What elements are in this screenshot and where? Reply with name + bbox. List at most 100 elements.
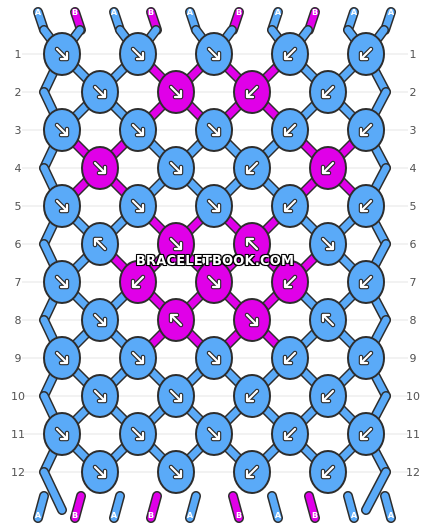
strand-letter-bottom: B xyxy=(72,511,78,520)
knot xyxy=(157,70,195,114)
strand-letter-top: A xyxy=(275,8,282,17)
knot xyxy=(119,184,157,228)
knot xyxy=(43,184,81,228)
row-label-left: 2 xyxy=(15,86,22,99)
knot xyxy=(81,298,119,342)
row-label-right: 1 xyxy=(410,48,417,61)
knot xyxy=(347,108,385,152)
row-label-left: 4 xyxy=(15,162,22,175)
watermark: BRACELETBOOK.COM xyxy=(135,254,295,269)
row-label-right: 10 xyxy=(406,390,420,403)
knot xyxy=(43,108,81,152)
knot-arrow-icon xyxy=(359,351,373,365)
knot xyxy=(195,412,233,456)
knot-arrow-icon xyxy=(321,465,335,479)
knot xyxy=(309,70,347,114)
knot xyxy=(157,298,195,342)
knot-arrow-icon xyxy=(93,313,107,327)
knot-arrow-icon xyxy=(131,427,145,441)
strand-bottom xyxy=(186,492,200,522)
knot-arrow-icon xyxy=(245,313,259,327)
knot-arrow-icon xyxy=(55,47,69,61)
knot xyxy=(195,32,233,76)
strand-letter-bottom: B xyxy=(236,511,242,520)
knot xyxy=(309,298,347,342)
knot-arrow-icon xyxy=(283,427,297,441)
knot xyxy=(347,32,385,76)
strand-bottom xyxy=(71,492,85,522)
knot xyxy=(271,412,309,456)
edge-loop-right xyxy=(362,468,390,514)
strand-bottom xyxy=(110,492,124,522)
knot-arrow-icon xyxy=(131,351,145,365)
row-label-right: 4 xyxy=(410,162,417,175)
knot-arrow-icon xyxy=(55,351,69,365)
knot-arrow-icon xyxy=(321,85,335,99)
knot-arrow-icon xyxy=(283,351,297,365)
strand-bottom xyxy=(147,492,161,522)
row-label-right: 9 xyxy=(410,352,417,365)
strand-bottom xyxy=(344,492,358,522)
knot xyxy=(233,450,271,494)
knot-arrow-icon xyxy=(283,275,297,289)
knot-arrow-icon xyxy=(321,389,335,403)
strand-letter-top: B xyxy=(72,8,78,17)
knot xyxy=(81,374,119,418)
knot xyxy=(347,336,385,380)
knot xyxy=(43,412,81,456)
knot xyxy=(119,336,157,380)
row-label-left: 9 xyxy=(15,352,22,365)
strand-letter-bottom: A xyxy=(275,511,282,520)
strand-letter-bottom: A xyxy=(187,511,194,520)
strand-letter-bottom: A xyxy=(35,511,42,520)
knot xyxy=(81,146,119,190)
knot-arrow-icon xyxy=(245,237,259,251)
knot-arrow-icon xyxy=(131,123,145,137)
knot-arrow-icon xyxy=(207,199,221,213)
knot-arrow-icon xyxy=(55,199,69,213)
knot xyxy=(309,374,347,418)
strand-letter-bottom: A xyxy=(351,511,358,520)
knot-arrow-icon xyxy=(169,237,183,251)
knot xyxy=(43,260,81,304)
knot-arrow-icon xyxy=(245,85,259,99)
strand-letter-top: B xyxy=(236,8,242,17)
knot xyxy=(157,146,195,190)
edge-loop-left xyxy=(40,468,66,514)
strand-letter-top: A xyxy=(111,8,118,17)
strand-letter-bottom: A xyxy=(111,511,118,520)
knot-arrow-icon xyxy=(93,161,107,175)
strand-bottom xyxy=(229,492,243,522)
knot xyxy=(195,336,233,380)
strand-letter-bottom: B xyxy=(148,511,154,520)
knot-arrow-icon xyxy=(207,427,221,441)
row-label-left: 6 xyxy=(15,238,22,251)
knot xyxy=(157,222,195,266)
knot-arrow-icon xyxy=(131,47,145,61)
row-label-right: 5 xyxy=(410,200,417,213)
knot xyxy=(271,108,309,152)
knot xyxy=(347,184,385,228)
knot xyxy=(271,336,309,380)
knot-arrow-icon xyxy=(93,465,107,479)
knot-arrow-icon xyxy=(321,237,335,251)
knot-arrow-icon xyxy=(245,465,259,479)
knot xyxy=(309,222,347,266)
knot-arrow-icon xyxy=(283,123,297,137)
knot-arrow-icon xyxy=(321,161,335,175)
knot xyxy=(233,70,271,114)
knot xyxy=(195,108,233,152)
knot-arrow-icon xyxy=(55,275,69,289)
knot-arrow-icon xyxy=(93,389,107,403)
knot xyxy=(195,260,233,304)
knot xyxy=(81,70,119,114)
knot xyxy=(119,32,157,76)
knot-arrow-icon xyxy=(359,427,373,441)
row-label-right: 12 xyxy=(406,466,420,479)
row-label-right: 3 xyxy=(410,124,417,137)
knot-arrow-icon xyxy=(169,313,183,327)
knot-arrow-icon xyxy=(169,389,183,403)
strand-letter-top: A xyxy=(388,8,395,17)
knot-arrow-icon xyxy=(55,427,69,441)
